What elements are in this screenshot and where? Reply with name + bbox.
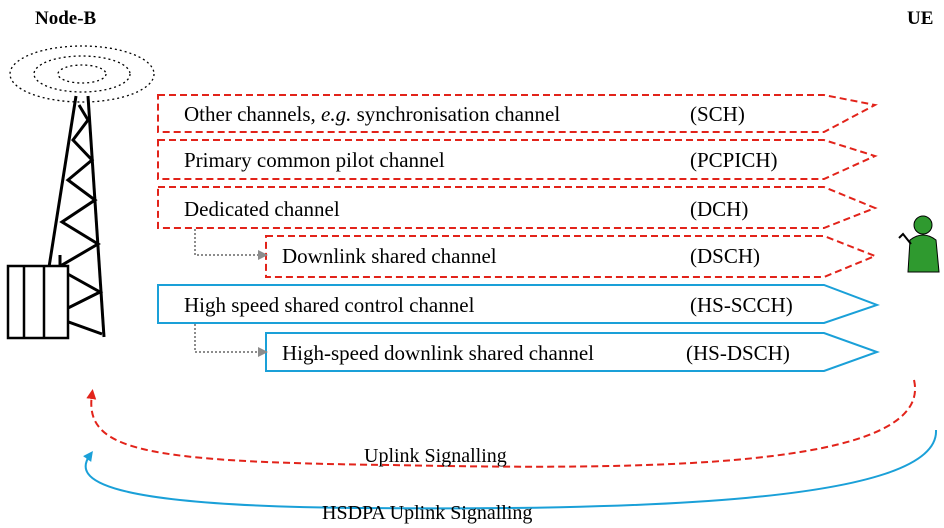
- connector-dch-to-dsch: [194, 229, 268, 260]
- ue-person-icon: [898, 215, 940, 273]
- channel-label-pcpich: Primary common pilot channel: [184, 148, 445, 172]
- channel-label-hs-dsch: High-speed downlink shared channel: [282, 341, 594, 365]
- uplink-signalling-arrow: [86, 379, 917, 468]
- connector-hs-scch-to-hs-dsch: [194, 324, 268, 357]
- hsdpa-uplink-signalling-arrow: [83, 429, 938, 510]
- radio-tower-icon: [6, 45, 155, 340]
- channel-abbr-hs-dsch: (HS-DSCH): [686, 341, 790, 365]
- ue-label: UE: [907, 8, 934, 29]
- channel-box-sch: [157, 94, 878, 133]
- channel-label-sch: Other channels, e.g. synchronisation cha…: [184, 102, 561, 126]
- node-b-label: Node-B: [35, 8, 97, 29]
- uplink-signalling-label: Uplink Signalling: [364, 445, 507, 467]
- channel-box-hs-dsch: [265, 332, 880, 372]
- channel-abbr-dsch: (DSCH): [690, 244, 761, 268]
- channel-abbr-pcpich: (PCPICH): [690, 148, 778, 172]
- channel-box-dch: [157, 186, 878, 229]
- channel-abbr-hs-scch: (HS-SCCH): [690, 293, 793, 317]
- equipment-cabinet: [6, 264, 70, 340]
- hsdpa-uplink-signalling-label: HSDPA Uplink Signalling: [322, 502, 533, 524]
- radio-wave-rings: [9, 45, 155, 103]
- channel-label-hs-scch: High speed shared control channel: [184, 293, 475, 317]
- channel-box-hs-scch: [157, 284, 880, 324]
- channel-box-pcpich: [157, 139, 878, 180]
- channel-abbr-sch: (SCH): [690, 102, 745, 126]
- channel-label-dch: Dedicated channel: [184, 197, 340, 221]
- channel-label-dsch: Downlink shared channel: [282, 244, 497, 268]
- channel-abbr-dch: (DCH): [690, 197, 749, 221]
- channel-box-dsch: [265, 235, 878, 278]
